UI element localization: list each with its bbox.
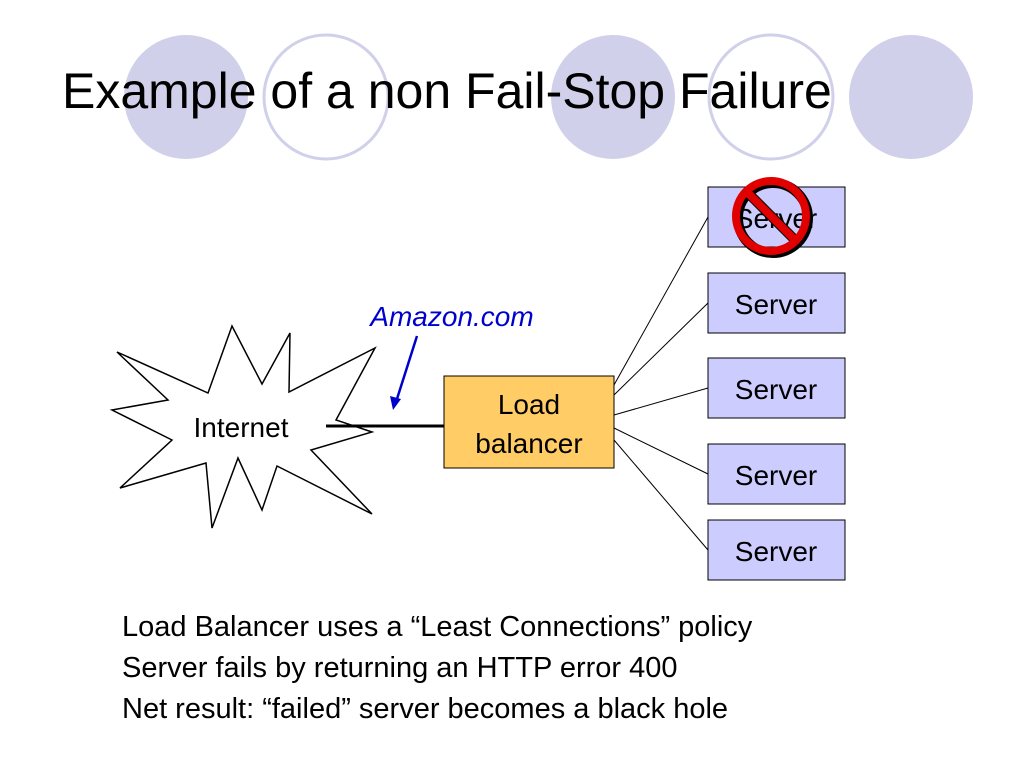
- server-box-3: [707, 357, 846, 419]
- connector-line: [613, 439, 709, 551]
- slide-title: Example of a non Fail-Stop Failure: [62, 63, 832, 119]
- bullet-item: Load Balancer uses a “Least Connections”…: [122, 611, 753, 643]
- connector-line: [613, 302, 709, 396]
- load-balancer-label-line1: Load: [498, 389, 560, 420]
- pointer-arrow-shaft: [394, 335, 419, 403]
- bullet-list: Load Balancer uses a “Least Connections”…: [122, 607, 752, 730]
- server-box-5: [707, 519, 846, 581]
- connector-line: [613, 427, 709, 475]
- server-box-2: [707, 272, 846, 334]
- pointer-arrow-head: [390, 396, 401, 410]
- server-label-3: Server: [735, 374, 817, 405]
- amazon-label: Amazon.com: [368, 301, 533, 332]
- server-label-2: Server: [735, 289, 817, 320]
- server-label-5: Server: [735, 536, 817, 567]
- server-label-4: Server: [735, 460, 817, 491]
- decor-circle: [707, 33, 835, 161]
- bullet-item: Net result: “failed” server becomes a bl…: [122, 693, 729, 725]
- bullet-item: Server fails by returning an HTTP error …: [122, 652, 678, 684]
- internet-label: Internet: [194, 412, 289, 443]
- decor-circle: [262, 33, 390, 161]
- decor-circle: [849, 35, 973, 159]
- no-entry-icon: [732, 177, 813, 258]
- load-balancer-label-line2: balancer: [475, 428, 582, 459]
- connector-line: [613, 216, 709, 386]
- load-balancer-box: [443, 375, 615, 469]
- server-box-4: [707, 443, 846, 505]
- decor-circle: [551, 35, 675, 159]
- decor-circle: [124, 35, 248, 159]
- internet-cloud: [109, 324, 377, 529]
- connector-line: [613, 387, 709, 416]
